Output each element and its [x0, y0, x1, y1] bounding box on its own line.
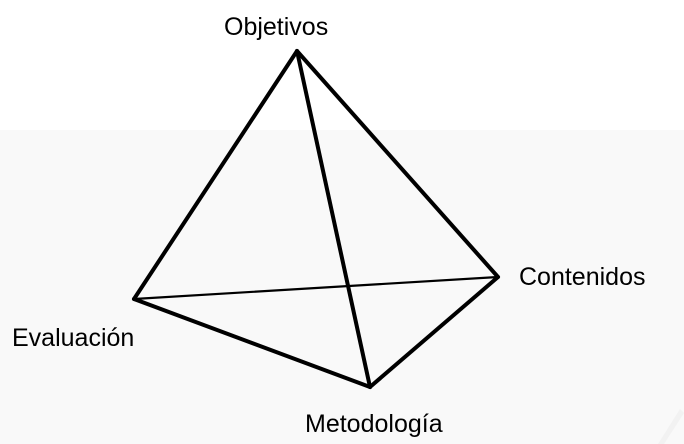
- edge-objetivos-contenidos: [295, 49, 500, 279]
- label-contenidos: Contenidos: [519, 263, 646, 291]
- edge-evaluacion-metodologia: [132, 297, 372, 389]
- edge-objetivos-evaluacion: [132, 49, 299, 301]
- edge-objetivos-metodologia: [295, 49, 372, 389]
- label-objetivos: Objetivos: [224, 13, 329, 41]
- watermark-mark: [658, 409, 684, 444]
- edge-metodologia-contenidos: [368, 275, 500, 389]
- label-metodologia: Metodología: [305, 410, 443, 438]
- label-evaluacion: Evaluación: [12, 324, 135, 352]
- edge-evaluacion-contenidos: [132, 275, 500, 301]
